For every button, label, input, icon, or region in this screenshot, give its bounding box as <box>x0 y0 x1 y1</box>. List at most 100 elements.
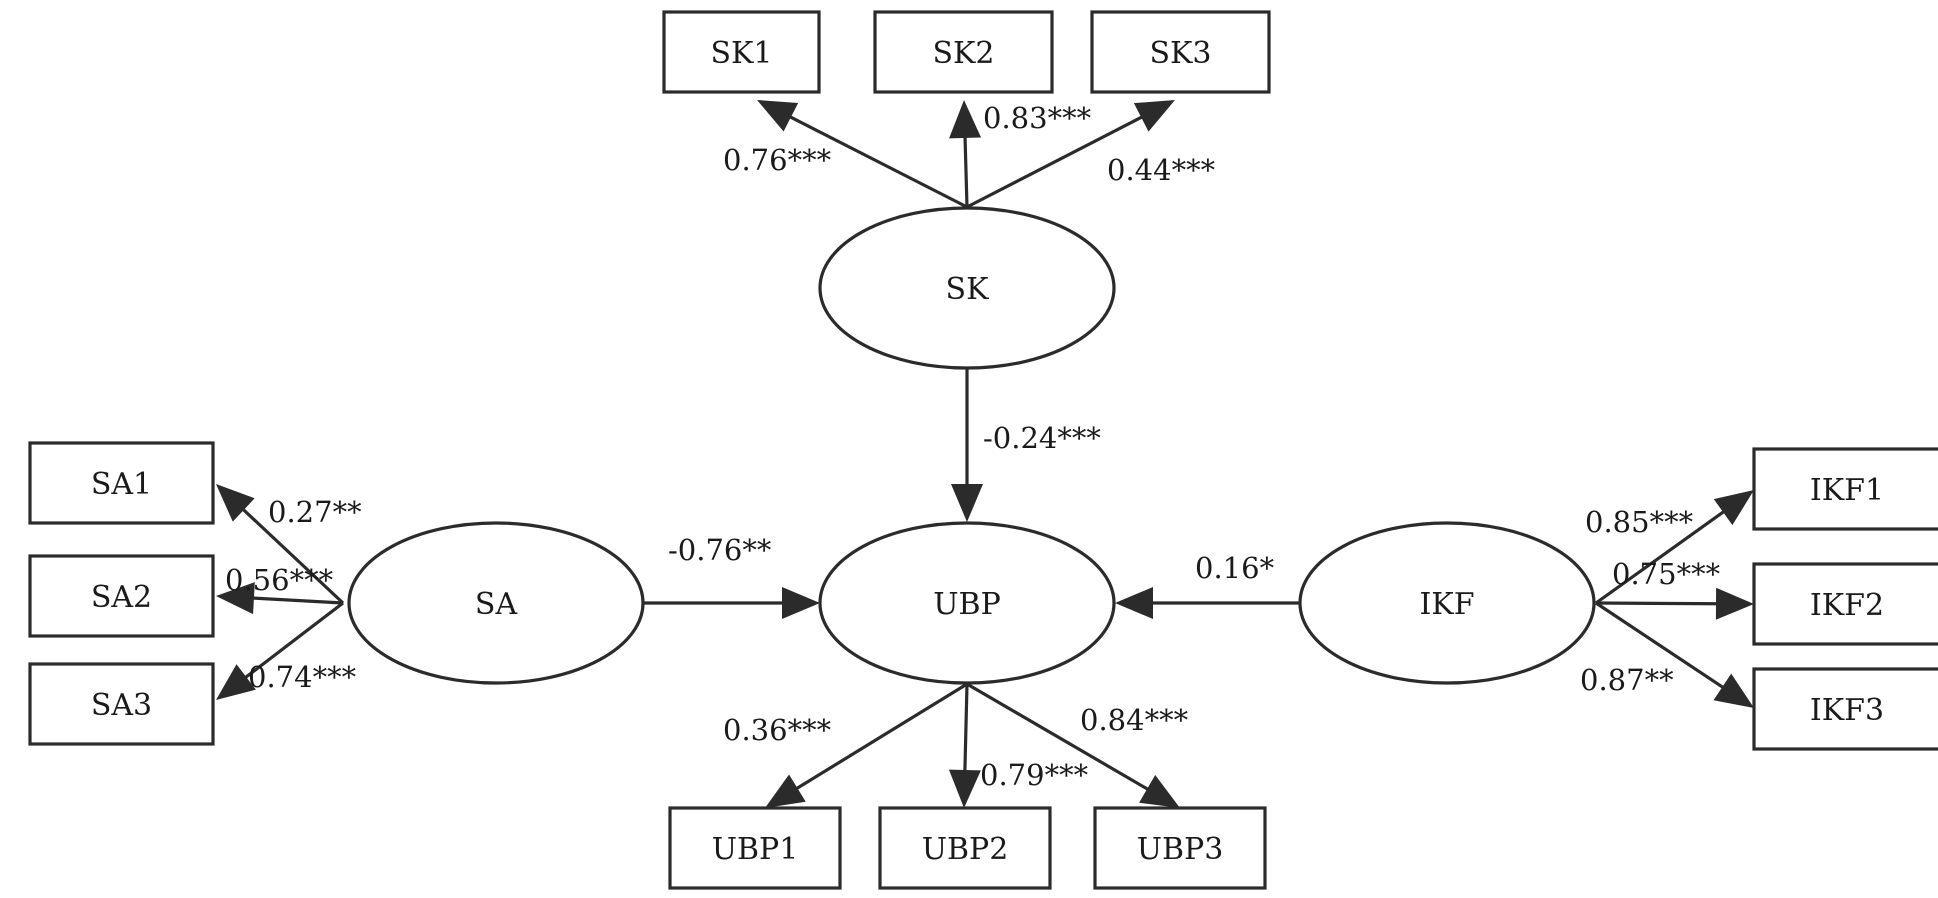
path-sa-sa1 <box>216 484 345 605</box>
path-line <box>963 135 969 208</box>
indicator-box <box>28 662 215 746</box>
coefficient-label: 0.85*** <box>1585 505 1694 539</box>
indicator-box <box>1090 10 1271 94</box>
path-line <box>963 683 969 773</box>
latent-ellipse <box>347 521 645 685</box>
path-line <box>243 601 344 680</box>
path-ubp-ubp3 <box>966 682 1180 808</box>
path-sk-ubp <box>951 369 983 522</box>
indicator-label: IKF1 <box>1810 473 1884 508</box>
indicator-box <box>1752 667 1938 751</box>
arrowhead <box>948 769 981 808</box>
latent-label: SA <box>475 587 518 622</box>
arrowhead <box>1115 587 1153 619</box>
latent-label: IKF <box>1419 587 1474 622</box>
indicator-node-sa1: SA1 <box>28 441 215 525</box>
indicator-box <box>668 806 842 890</box>
path-line <box>788 114 968 209</box>
indicator-box <box>28 554 215 638</box>
latent-ellipse <box>818 206 1116 370</box>
coefficient-label: 0.27** <box>268 495 362 529</box>
indicator-node-ubp1: UBP1 <box>668 806 842 890</box>
indicator-label: IKF3 <box>1810 693 1884 728</box>
latent-ellipse <box>1298 521 1596 685</box>
coefficient-label: 0.87** <box>1580 663 1674 697</box>
indicator-label: SK1 <box>710 36 772 71</box>
coefficient-label: 0.44*** <box>1107 153 1216 187</box>
coefficient-label: 0.56*** <box>225 563 334 597</box>
coefficient-label: 0.76*** <box>723 143 832 177</box>
latent-label: UBP <box>933 587 1001 622</box>
indicator-label: IKF2 <box>1810 588 1884 623</box>
indicator-label: SK3 <box>1149 36 1211 71</box>
path-sk-sk2 <box>949 100 982 208</box>
path-ikf-ikf3 <box>1595 601 1754 708</box>
path-line <box>251 596 344 605</box>
arrowhead <box>782 587 820 619</box>
indicator-node-sa3: SA3 <box>28 662 215 746</box>
path-line <box>241 507 345 605</box>
arrowhead <box>216 484 255 522</box>
indicator-label: SA3 <box>91 688 152 723</box>
coefficient-label: -0.24*** <box>983 421 1101 455</box>
path-line <box>1595 509 1726 605</box>
indicator-node-ikf1: IKF1 <box>1752 447 1938 531</box>
latent-label: SK <box>946 272 990 307</box>
coefficient-label: 0.16* <box>1195 551 1275 585</box>
path-sa-sa3 <box>216 601 344 700</box>
indicator-label: UBP1 <box>712 832 799 867</box>
arrowhead <box>216 664 256 700</box>
coefficient-label: 0.83*** <box>983 101 1092 135</box>
indicator-node-sa2: SA2 <box>28 554 215 638</box>
indicator-box <box>662 10 821 94</box>
indicator-label: UBP2 <box>922 832 1009 867</box>
indicator-node-ubp2: UBP2 <box>878 806 1052 890</box>
indicator-node-ubp3: UBP3 <box>1093 806 1267 890</box>
latent-node-sk: SK <box>818 206 1116 370</box>
indicator-node-sk2: SK2 <box>873 10 1054 94</box>
path-sk-sk3 <box>966 100 1175 209</box>
path-sa-ubp <box>643 587 820 619</box>
path-ubp-ubp1 <box>765 682 968 808</box>
path-sa-sa2 <box>216 582 344 615</box>
indicator-box <box>1752 447 1938 531</box>
indicator-box <box>28 441 215 525</box>
path-line <box>966 682 1150 792</box>
arrowhead <box>951 484 983 522</box>
arrowhead <box>1133 100 1175 132</box>
arrowhead <box>949 100 982 139</box>
indicator-node-ikf2: IKF2 <box>1752 562 1938 646</box>
arrowhead <box>1713 673 1754 708</box>
latent-node-ikf: IKF <box>1298 521 1596 685</box>
arrowhead <box>1713 490 1754 526</box>
arrowhead <box>1139 775 1180 808</box>
path-ubp-ubp2 <box>948 683 981 808</box>
indicator-box <box>878 806 1052 890</box>
latent-node-sa: SA <box>347 521 645 685</box>
latent-node-ubp: UBP <box>818 521 1116 685</box>
arrowhead <box>765 774 806 808</box>
indicator-label: SK2 <box>932 36 994 71</box>
path-line <box>966 115 1144 209</box>
indicator-box <box>1093 806 1267 890</box>
indicator-box <box>873 10 1054 94</box>
arrowhead <box>1715 587 1754 620</box>
path-ikf-ikf1 <box>1595 490 1754 605</box>
path-line <box>1595 601 1725 690</box>
indicator-node-ikf3: IKF3 <box>1752 667 1938 751</box>
indicator-label: SA1 <box>91 467 152 502</box>
indicator-label: SA2 <box>91 580 152 615</box>
coefficient-label: 0.36*** <box>723 713 832 747</box>
path-sk-sk1 <box>757 100 968 209</box>
coefficient-label: 0.79*** <box>980 758 1089 792</box>
coefficient-label: 0.75*** <box>1612 557 1721 591</box>
path-ikf-ubp <box>1115 587 1300 619</box>
indicator-node-sk1: SK1 <box>662 10 821 94</box>
indicator-box <box>1752 562 1938 646</box>
path-line <box>794 682 968 791</box>
indicator-node-sk3: SK3 <box>1090 10 1271 94</box>
arrowhead <box>757 100 799 132</box>
coefficient-label: -0.76** <box>668 533 772 567</box>
coefficient-label: 0.74*** <box>248 660 357 694</box>
